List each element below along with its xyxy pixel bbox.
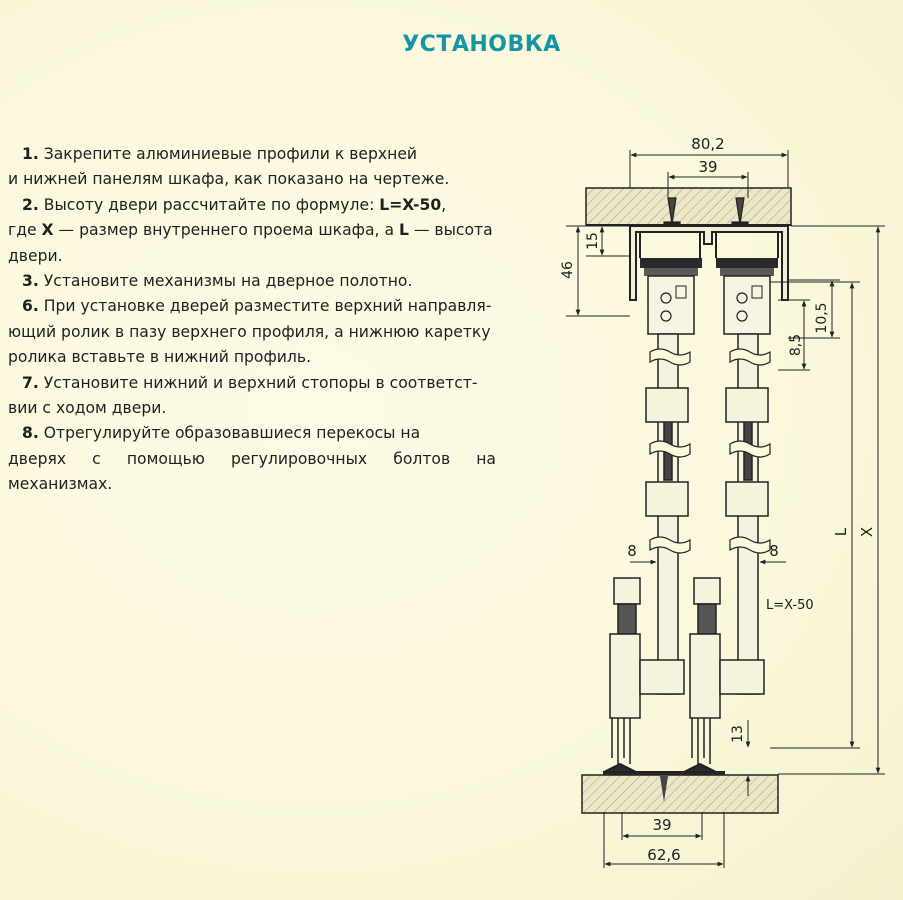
step-text: — высота [408, 221, 493, 240]
dimension-label: 10,5 [814, 302, 830, 333]
step-text: — размер внутреннего проема шкафа, а [53, 221, 399, 240]
step-text: При установке дверей разместите верхний … [43, 297, 492, 316]
instructions: 1. Закрепите алюминиевые профили к верхн… [8, 142, 496, 498]
screw-icon [660, 776, 668, 802]
step-7-cont: вии с ходом двери. [8, 396, 496, 421]
step-number: 2. [22, 195, 39, 214]
step-number: 8. [22, 424, 39, 443]
step-text: Установите нижний и верхний стопоры в со… [43, 373, 478, 392]
step-1-cont: и нижней панелям шкафа, как показано на … [8, 167, 496, 192]
dimension-lines [566, 150, 885, 868]
step-number: 6. [22, 297, 39, 316]
step-text: дверях с помощью регулировочных болтов н… [8, 449, 496, 494]
door-right [725, 333, 769, 695]
dimension-label: L [832, 527, 850, 536]
step-text: двери. [8, 246, 63, 265]
bottom-carriage-right [689, 577, 765, 764]
variable-x: X [41, 221, 54, 240]
formula-label: L=X-50 [766, 598, 814, 613]
bottom-panel [581, 774, 779, 814]
step-text: ролика вставьте в нижний профиль. [8, 348, 312, 367]
step-text: Отрегулируйте образовавшиеся перекосы на [43, 424, 421, 443]
dimension-label: 8 [769, 542, 779, 560]
formula: L=X-50 [379, 195, 442, 214]
step-text: Закрепите алюминиевые профили к верхней [43, 145, 418, 163]
dimension-label: 8 [627, 542, 637, 560]
dimension-label: 39 [652, 816, 671, 834]
bottom-carriage-left [609, 577, 685, 764]
dimension-label: 8,5 [788, 334, 804, 356]
dimension-label: 62,6 [647, 846, 680, 864]
screw-icon [663, 197, 749, 227]
variable-l: L [398, 221, 409, 240]
step-text: и нижней панелям шкафа, как показано на … [8, 170, 450, 189]
step-6: 6. При установке дверей разместите верхн… [8, 294, 496, 319]
dimension-label: X [858, 527, 876, 537]
step-2-cont: где X — размер внутреннего проема шкафа,… [8, 218, 496, 269]
top-panel [585, 187, 792, 226]
step-2: 2. Высоту двери рассчитайте по формуле: … [8, 193, 496, 218]
step-number: 7. [22, 373, 39, 392]
door-left [645, 333, 689, 695]
step-8-cont: дверях с помощью регулировочных болтов н… [8, 447, 496, 498]
step-text: ющий ролик в пазу верхнего профиля, а ни… [8, 322, 491, 341]
step-number: 1. [22, 145, 39, 163]
dimension-label: 46 [560, 261, 576, 279]
step-1: 1. Закрепите алюминиевые профили к верхн… [8, 142, 496, 167]
step-text: Высоту двери рассчитайте по формуле: [43, 195, 380, 214]
step-8: 8. Отрегулируйте образовавшиеся перекосы… [8, 421, 496, 446]
dimension-label: 13 [730, 725, 746, 743]
step-3: 3. Установите механизмы на дверное полот… [8, 269, 496, 294]
page-title: УСТАНОВКА [402, 32, 561, 57]
step-text: Установите механизмы на дверное полотно. [43, 272, 413, 291]
dimension-label: 39 [698, 158, 717, 176]
step-number: 3. [22, 272, 39, 291]
step-text: , [441, 195, 447, 214]
dimension-label: 15 [585, 232, 601, 250]
top-roller-left [640, 258, 702, 335]
break-lines [649, 348, 771, 554]
step-text: вии с ходом двери. [8, 399, 167, 418]
step-text: где [8, 221, 42, 240]
step-6-cont: ющий ролик в пазу верхнего профиля, а ни… [8, 320, 496, 371]
dimension-label: 80,2 [691, 135, 724, 153]
bottom-profile [603, 762, 725, 777]
top-roller-right [716, 258, 778, 335]
step-7: 7. Установите нижний и верхний стопоры в… [8, 371, 496, 396]
